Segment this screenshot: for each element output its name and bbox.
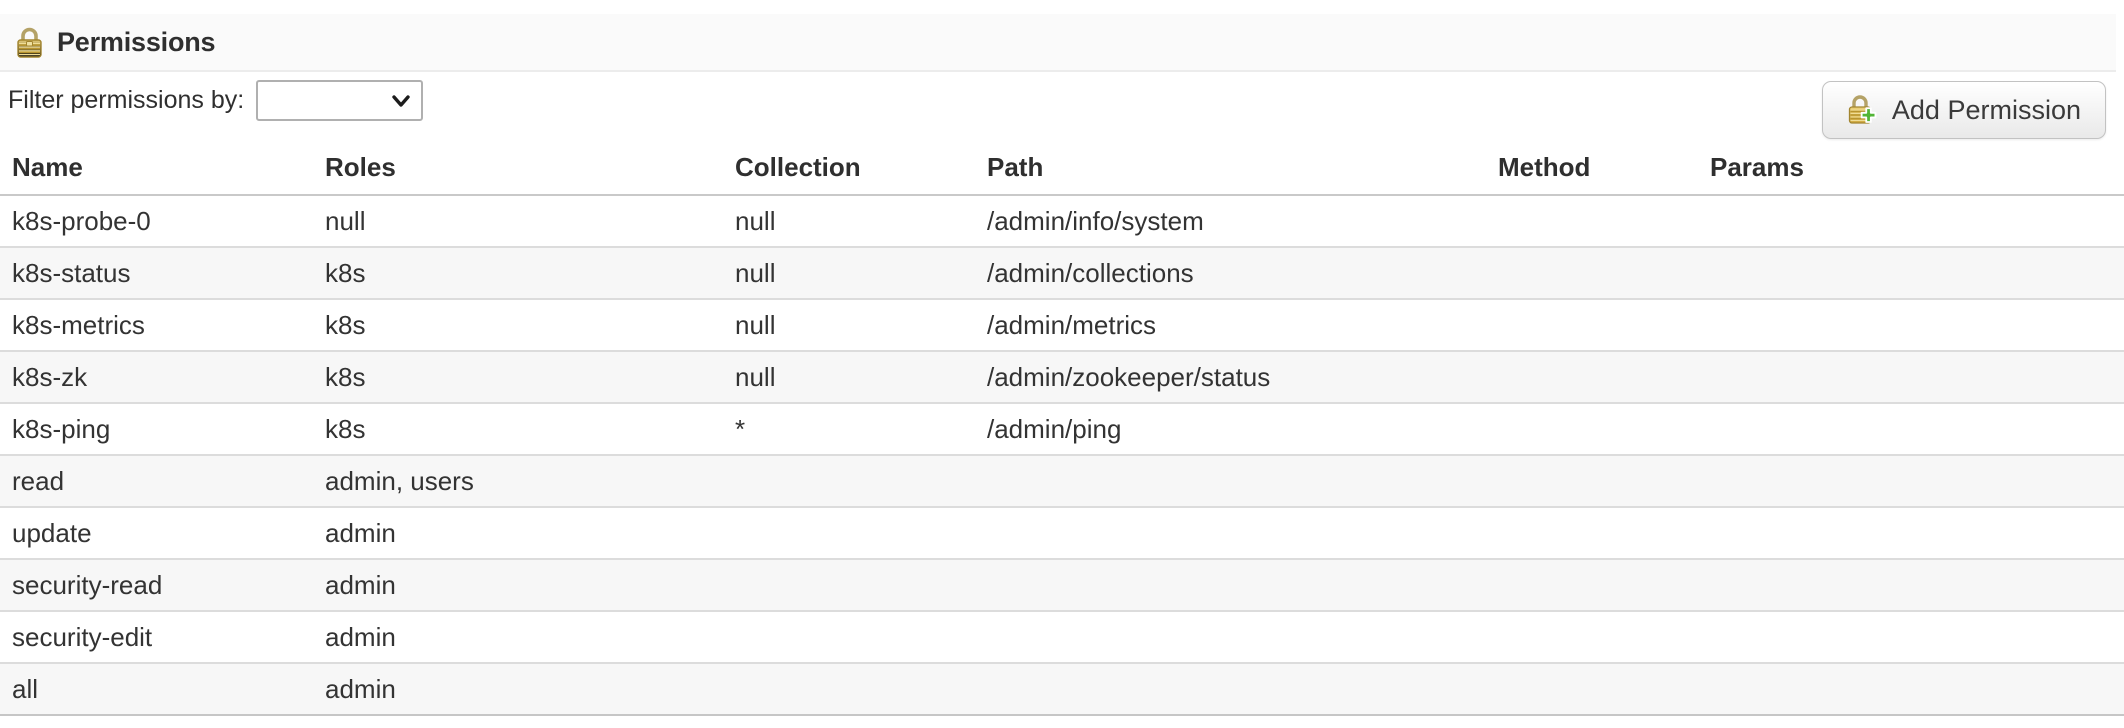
table-row[interactable]: k8s-ping k8s * /admin/ping [0, 404, 2124, 456]
table-row[interactable]: security-edit admin [0, 612, 2124, 664]
cell-roles: k8s [325, 257, 366, 288]
cell-name: k8s-status [12, 257, 131, 288]
table-row[interactable]: k8s-status k8s null/admin/collections [0, 248, 2124, 300]
cell-collection: null [735, 205, 776, 236]
cell-collection: null [735, 257, 776, 288]
table-header-row: Name Roles Collection Path Method Params [0, 140, 2124, 196]
column-header-path: Path [987, 151, 1044, 182]
lock-icon [16, 26, 43, 59]
cell-name: k8s-probe-0 [12, 205, 151, 236]
cell-name: update [12, 517, 92, 548]
table-row[interactable]: k8s-probe-0 null null/admin/info/system [0, 196, 2124, 248]
cell-roles: k8s [325, 413, 366, 444]
table-row[interactable]: security-read admin [0, 560, 2124, 612]
cell-roles: null [325, 205, 366, 236]
filter-group: Filter permissions by: [8, 80, 424, 121]
cell-name: security-read [12, 569, 163, 600]
panel-header: Permissions [0, 14, 2116, 72]
table-row[interactable]: k8s-metrics k8s null/admin/metrics [0, 300, 2124, 352]
cell-path: /admin/metrics [987, 309, 1157, 340]
cell-path: /admin/ping [987, 413, 1122, 444]
cell-name: k8s-zk [12, 361, 88, 392]
cell-roles: admin [325, 673, 396, 704]
cell-collection: * [735, 413, 746, 444]
cell-path: /admin/collections [987, 257, 1194, 288]
cell-name: all [12, 673, 39, 704]
cell-path: /admin/info/system [987, 205, 1204, 236]
cell-collection: null [735, 309, 776, 340]
column-header-collection: Collection [735, 151, 861, 182]
cell-name: security-edit [12, 621, 153, 652]
cell-roles: admin [325, 517, 396, 548]
cell-path: /admin/zookeeper/status [987, 361, 1271, 392]
column-header-name: Name [12, 151, 83, 182]
panel-title: Permissions [57, 26, 216, 57]
column-header-params: Params [1710, 151, 1804, 182]
lock-plus-icon [1847, 92, 1880, 128]
cell-roles: k8s [325, 361, 366, 392]
cell-roles: k8s [325, 309, 366, 340]
table-row[interactable]: k8s-zk k8s null/admin/zookeeper/status [0, 352, 2124, 404]
cell-roles: admin, users [325, 465, 474, 496]
filter-select[interactable] [256, 80, 424, 121]
cell-name: k8s-ping [12, 413, 111, 444]
cell-collection: null [735, 361, 776, 392]
cell-name: read [12, 465, 65, 496]
table-row[interactable]: read admin, users [0, 456, 2124, 508]
column-header-method: Method [1498, 151, 1591, 182]
add-permission-label: Add Permission [1891, 94, 2081, 125]
permissions-table: Name Roles Collection Path Method Params k8s-… [0, 140, 2124, 716]
chevron-down-icon [391, 94, 411, 108]
add-permission-button[interactable]: Add Permission [1821, 81, 2106, 139]
cell-roles: admin [325, 569, 396, 600]
column-header-roles: Roles [325, 151, 396, 182]
table-row[interactable]: all admin [0, 664, 2124, 716]
cell-roles: admin [325, 621, 396, 652]
permissions-panel: Permissions Filter permissions by: [0, 14, 2124, 728]
table-row[interactable]: update admin [0, 508, 2124, 560]
filter-label: Filter permissions by: [8, 86, 245, 114]
cell-name: k8s-metrics [12, 309, 145, 340]
toolbar: Filter permissions by: [0, 72, 2124, 140]
